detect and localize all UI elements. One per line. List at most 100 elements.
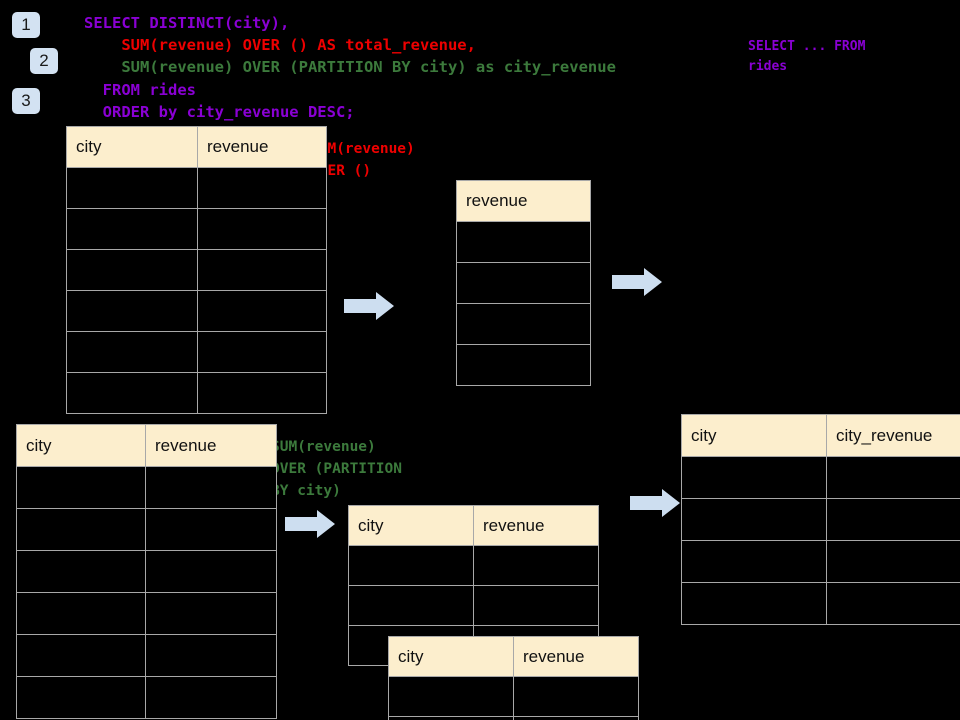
table-header-row: city revenue — [66, 126, 327, 168]
table-row — [681, 456, 960, 499]
table-header-row: city revenue — [16, 424, 277, 467]
sql-query-block: SELECT DISTINCT(city), SUM(revenue) OVER… — [84, 12, 616, 123]
table-cell — [826, 498, 960, 541]
table-cell — [16, 634, 146, 677]
column-header-city: city — [681, 414, 827, 457]
table-row — [66, 249, 327, 291]
table-row — [16, 634, 277, 677]
table-cell — [16, 466, 146, 509]
table-row — [16, 466, 277, 509]
column-header-revenue: revenue — [473, 505, 599, 546]
table-cell — [681, 498, 827, 541]
table-cell — [145, 592, 277, 635]
table-header-row: city revenue — [348, 505, 599, 546]
table-row — [66, 372, 327, 414]
source-table-bottom: city revenue — [16, 424, 277, 719]
column-header-city: city — [348, 505, 474, 546]
table-row — [456, 262, 591, 304]
table-header-row: city revenue — [388, 636, 639, 677]
table-cell — [456, 303, 591, 345]
sql-line-2: SUM(revenue) OVER () AS total_revenue, — [84, 36, 476, 55]
table-cell — [66, 372, 198, 414]
table-cell — [16, 550, 146, 593]
table-header-row: city city_revenue — [681, 414, 960, 457]
table-cell — [145, 634, 277, 677]
table-cell — [197, 331, 327, 373]
table-cell — [66, 331, 198, 373]
table-cell — [513, 716, 639, 720]
column-header-city: city — [66, 126, 198, 168]
table-row — [681, 582, 960, 625]
step-badge-1: 1 — [12, 12, 40, 38]
table-cell — [197, 290, 327, 332]
column-header-city: city — [16, 424, 146, 467]
annotation-over-partition: SUM(revenue) OVER (PARTITION BY city) — [271, 439, 402, 499]
table-cell — [197, 249, 327, 291]
table-row — [681, 498, 960, 541]
table-cell — [348, 585, 474, 626]
table-cell — [826, 582, 960, 625]
total-revenue-table: revenue — [456, 180, 591, 386]
table-row — [681, 540, 960, 583]
result-table: city city_revenue — [681, 414, 960, 625]
table-row — [16, 550, 277, 593]
table-row — [388, 716, 639, 720]
partition-table-1: city revenue — [348, 505, 599, 666]
table-row — [456, 344, 591, 386]
table-cell — [473, 545, 599, 586]
sql-line-5: ORDER by city_revenue DESC; — [84, 102, 355, 121]
table-cell — [456, 221, 591, 263]
flow-arrow-icon — [612, 268, 662, 296]
partition-table-2: city revenue — [388, 636, 639, 720]
table-cell — [145, 508, 277, 551]
table-cell — [388, 676, 514, 717]
sql-side-note: SELECT ... FROM rides — [748, 39, 866, 74]
sql-line-4: FROM rides — [84, 80, 196, 99]
table-cell — [826, 456, 960, 499]
column-header-revenue: revenue — [513, 636, 639, 677]
column-header-revenue: revenue — [456, 180, 591, 222]
flow-arrow-icon — [344, 292, 394, 320]
table-cell — [66, 167, 198, 209]
table-row — [16, 592, 277, 635]
table-cell — [145, 676, 277, 719]
column-header-city: city — [388, 636, 514, 677]
table-cell — [388, 716, 514, 720]
table-header-row: revenue — [456, 180, 591, 222]
table-cell — [197, 167, 327, 209]
table-row — [66, 290, 327, 332]
table-row — [388, 676, 639, 717]
step-badge-3: 3 — [12, 88, 40, 114]
table-cell — [16, 592, 146, 635]
table-cell — [681, 456, 827, 499]
table-row — [16, 508, 277, 551]
column-header-city-revenue: city_revenue — [826, 414, 960, 457]
step-badge-2: 2 — [30, 48, 58, 74]
table-cell — [513, 676, 639, 717]
table-row — [348, 585, 599, 626]
table-cell — [456, 344, 591, 386]
table-cell — [66, 290, 198, 332]
table-cell — [66, 208, 198, 250]
flow-arrow-icon — [630, 489, 680, 517]
table-cell — [16, 508, 146, 551]
table-cell — [473, 585, 599, 626]
table-row — [348, 545, 599, 586]
table-cell — [16, 676, 146, 719]
table-row — [16, 676, 277, 719]
table-row — [456, 303, 591, 345]
column-header-revenue: revenue — [145, 424, 277, 467]
table-cell — [145, 466, 277, 509]
table-cell — [66, 249, 198, 291]
table-cell — [681, 582, 827, 625]
flow-arrow-icon — [285, 510, 335, 538]
table-cell — [348, 545, 474, 586]
table-cell — [826, 540, 960, 583]
source-table-top: city revenue — [66, 126, 327, 414]
column-header-revenue: revenue — [197, 126, 327, 168]
table-cell — [197, 208, 327, 250]
table-row — [66, 331, 327, 373]
table-row — [456, 221, 591, 263]
sql-line-1: SELECT DISTINCT(city), — [84, 14, 290, 32]
